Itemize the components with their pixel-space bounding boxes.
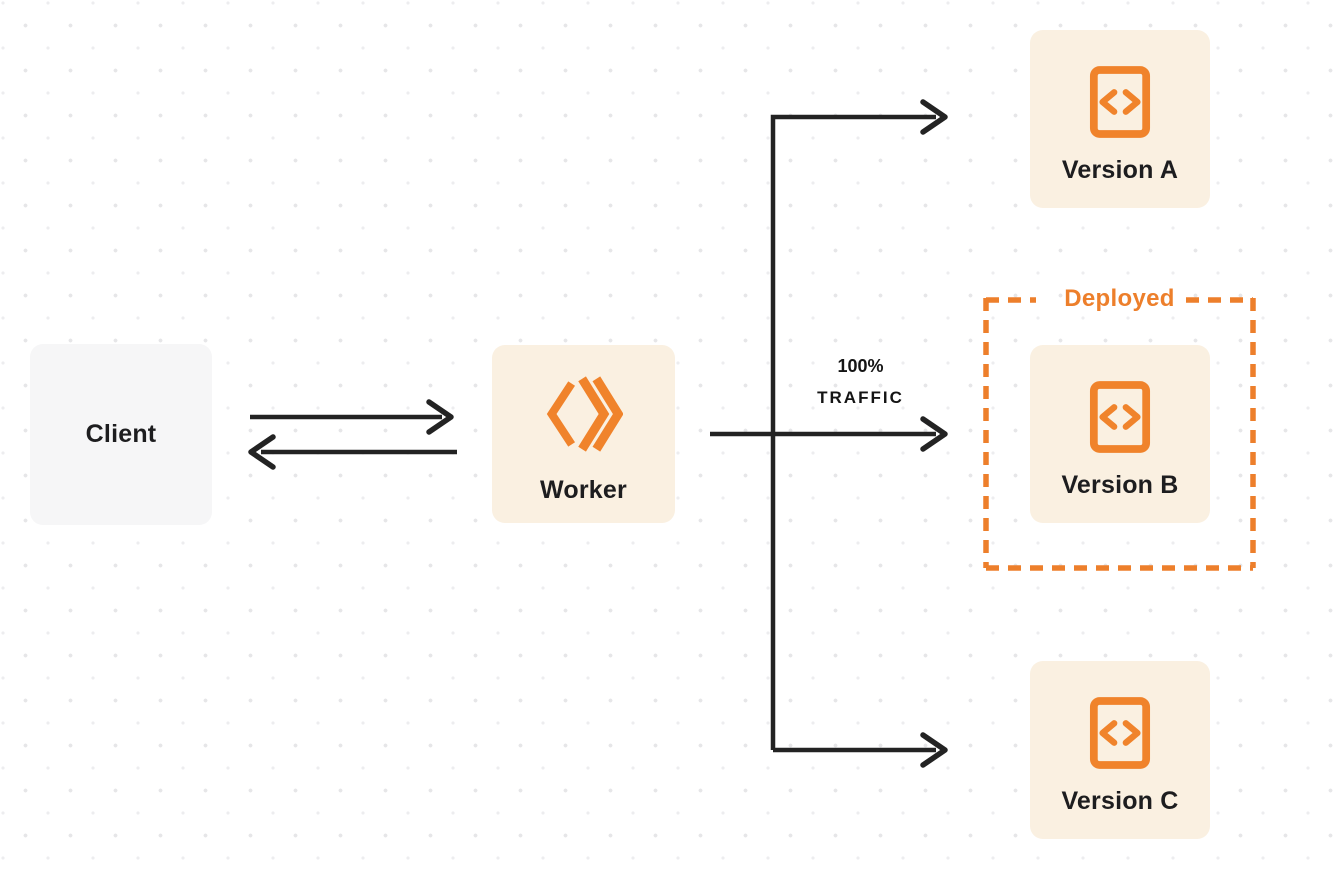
traffic-percent-text: 100%	[837, 356, 884, 376]
version-a-label: Version A	[1061, 156, 1179, 184]
code-file-icon	[1089, 696, 1151, 770]
version-b-node: Version B	[1030, 345, 1210, 523]
deployed-dashed-frame	[983, 297, 1256, 571]
worker-chevrons-icon	[545, 374, 623, 454]
arrow-worker-to-client	[248, 434, 457, 470]
version-a-node: Version A	[1030, 30, 1210, 208]
traffic-word-text: TRAFFIC	[817, 388, 904, 407]
arrow-branch-to-version-c	[773, 732, 948, 768]
worker-label: Worker	[540, 475, 627, 504]
client-node: Client	[30, 344, 212, 525]
arrow-branch-to-version-a	[770, 99, 948, 750]
client-label: Client	[85, 420, 157, 448]
version-c-node: Version C	[1030, 661, 1210, 839]
version-c-label: Version C	[1061, 787, 1179, 815]
worker-node: Worker	[492, 345, 675, 523]
arrow-client-to-worker	[250, 399, 454, 435]
traffic-percentage-label: 100% TRAFFIC	[788, 350, 933, 414]
code-file-icon	[1089, 380, 1151, 454]
deployed-badge-label: Deployed	[1064, 285, 1175, 312]
code-file-icon	[1089, 65, 1151, 139]
arrow-worker-to-version-b	[710, 416, 948, 452]
version-b-label: Version B	[1061, 471, 1179, 499]
